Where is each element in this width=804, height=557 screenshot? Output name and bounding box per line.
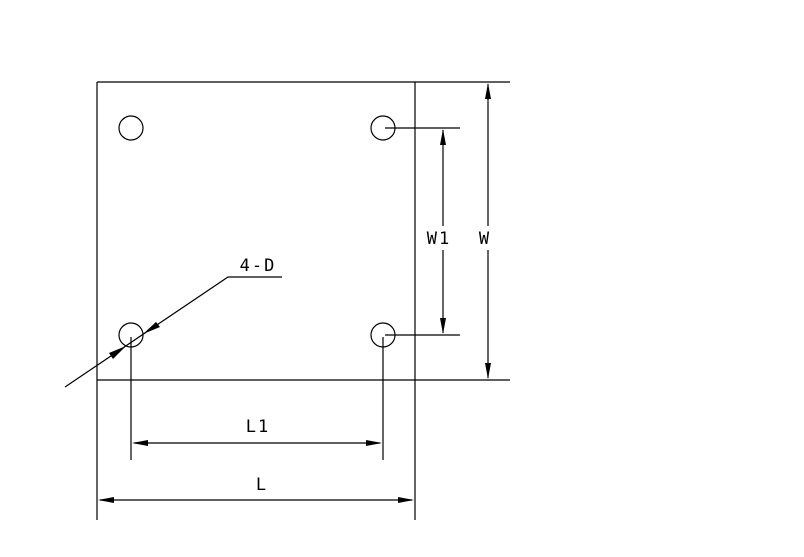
dimension-label-W1: W1 xyxy=(427,229,451,249)
arrowhead-W1-bottom xyxy=(440,318,446,334)
label-bg-W xyxy=(471,226,497,250)
dimension-label-L: L xyxy=(256,475,268,495)
dimension-label-L1: L1 xyxy=(246,417,270,437)
hole-top-left xyxy=(118,115,144,141)
arrowhead-L-left xyxy=(98,497,114,503)
arrowhead-L1-right xyxy=(366,440,382,446)
dimension-label-W: W xyxy=(479,229,491,249)
arrowhead-leader-upper xyxy=(143,322,160,334)
arrowhead-L-right xyxy=(398,497,414,503)
hole-callout-label: 4-D xyxy=(240,256,277,276)
hole-top-right xyxy=(370,115,396,141)
plate-outline xyxy=(96,81,416,381)
arrowhead-W1-top xyxy=(440,129,446,145)
hole-bottom-right xyxy=(370,322,396,348)
arrowhead-W-top xyxy=(485,83,491,99)
arrowhead-L1-left xyxy=(132,440,148,446)
arrowhead-leader-lower xyxy=(109,346,126,359)
label-bg-W1 xyxy=(420,226,456,250)
arrowhead-W-bottom xyxy=(485,363,491,379)
